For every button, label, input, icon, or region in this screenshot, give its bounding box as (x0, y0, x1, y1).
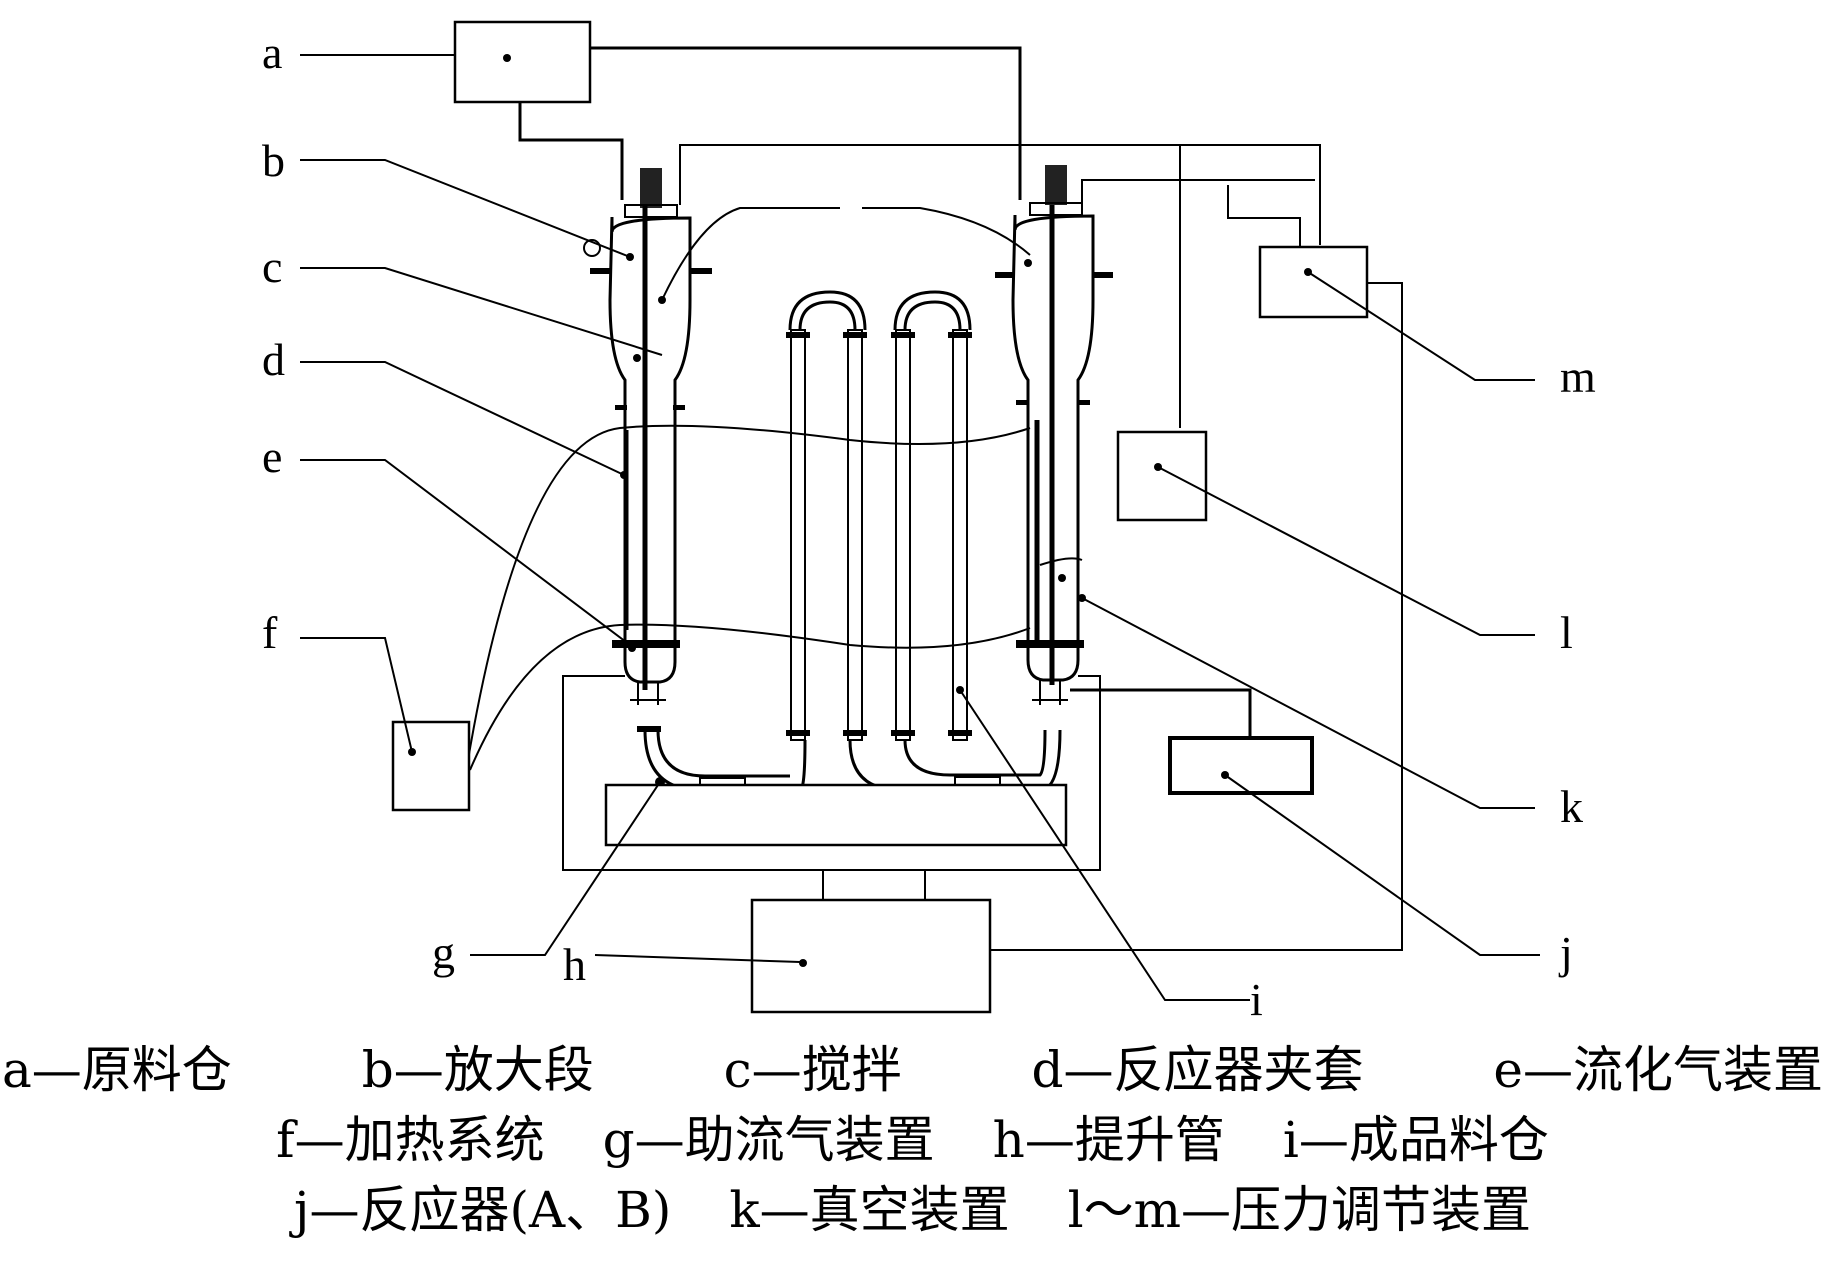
label-k: k (1560, 781, 1583, 832)
label-a: a (262, 27, 282, 78)
heating-system (391, 720, 471, 812)
pressure-regulator-m (1258, 245, 1369, 319)
reactor-schematic: a b c d e f g h i j k l m (262, 20, 1596, 1025)
vacuum-device (1070, 688, 1314, 795)
caption-line-3: j—反应器(A、B) k—真空装置 l～m—压力调节装置 (0, 1175, 1825, 1245)
reactor-b (995, 165, 1113, 705)
top-pressure-lines (679, 144, 1321, 428)
caption-line-2: f—加热系统 g—助流气装置 h—提升管 i—成品料仓 (0, 1105, 1825, 1175)
caption-item: g—助流气装置 (602, 1111, 935, 1169)
caption-line-1: a—原料仓 b—放大段 c—搅拌 d—反应器夹套 e—流化气装置 (0, 1035, 1825, 1105)
caption-item: f—加热系统 (276, 1111, 545, 1169)
caption-item: a—原料仓 (2, 1041, 232, 1099)
label-m: m (1560, 351, 1596, 402)
label-c: c (262, 241, 282, 292)
caption-item: k—真空装置 (729, 1181, 1010, 1239)
label-l: l (1560, 607, 1573, 658)
caption-item: j—反应器(A、B) (293, 1181, 672, 1239)
caption-item: h—提升管 (992, 1111, 1225, 1169)
label-d: d (262, 334, 285, 385)
label-i: i (1250, 974, 1263, 1025)
label-g: g (432, 927, 455, 978)
lift-pipe-box (750, 282, 1403, 1014)
reactor-jacket-lines (464, 424, 1083, 779)
caption-item: b—放大段 (361, 1041, 594, 1099)
label-e: e (262, 431, 282, 482)
raw-material-bin (453, 20, 1022, 200)
pressure-regulator-l (1116, 430, 1208, 522)
label-h: h (563, 939, 586, 990)
leader-lines (300, 54, 1540, 1001)
gas-frame (562, 675, 1101, 900)
reactor-a (583, 168, 712, 705)
caption-item: e—流化气装置 (1493, 1041, 1823, 1099)
caption-item: c—搅拌 (723, 1041, 902, 1099)
label-b: b (262, 135, 285, 186)
label-f: f (262, 607, 278, 658)
caption-item: i—成品料仓 (1282, 1111, 1549, 1169)
caption-item: d—反应器夹套 (1031, 1041, 1364, 1099)
caption-item: l～m—压力调节装置 (1067, 1181, 1532, 1239)
figure-caption: a—原料仓 b—放大段 c—搅拌 d—反应器夹套 e—流化气装置 f—加热系统 … (0, 1035, 1825, 1245)
label-j: j (1558, 927, 1573, 978)
riser-tubes (786, 290, 972, 741)
